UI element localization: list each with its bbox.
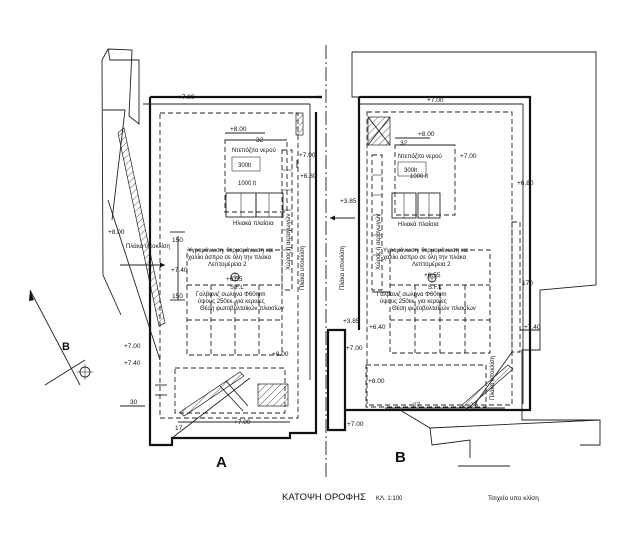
slab-b-bottom-label: Πλάκα υποκλίση [489,356,496,400]
level-mid-a2: +3.85 [343,318,360,325]
pipe-a-label: Χώρος ή αεραγωγών [285,214,292,270]
galv-b-line3: Θέση φωτοβολταϊκών πλαισίων [392,305,476,312]
level-low-b: +6.80 [517,180,534,187]
level-labels: +7.00 +7.00 +8.00 +8.00 32 32 +7.00 +7.0… [108,94,541,432]
level-low-a: +6.80 [300,173,317,180]
sfl-b: S.F.L [428,285,442,291]
tank-a2: 300lt [238,163,251,169]
block-a-pipe-shaft [281,149,293,291]
level-top-a: +7.00 [178,94,195,101]
level-left-b2: +7.00 [346,345,363,352]
dim-a150: 150 [172,237,183,244]
level-left-a: +8.00 [108,229,125,236]
block-a-pv-grid [186,249,283,356]
roof-a-line3: Λεπτομέρεια 2 [208,261,247,268]
solar-b: Ηλιακά πλαίσια [398,221,439,228]
north-label: B [62,341,70,353]
scale-label: ΚΛ. 1:100 [376,496,403,502]
block-b-pv-grid [389,249,491,354]
dim-b170: 170 [522,280,533,287]
level-left-a3: +7.40 [171,267,188,274]
block-a [101,48,322,447]
roof-b-line1: Υγρομόνωση, θερμομόνωση και [383,247,469,254]
block-b [326,51,601,467]
dim-a17: 17 [175,425,183,432]
level-bot-b: +7.00 [347,421,364,428]
point-b: +6.55 [424,272,441,279]
level-right-a: +7.00 [299,152,316,159]
block-b-outer-wall [326,95,532,432]
galv-b-line1: Γαλβανιζ σωλήνα Φ60mm [377,291,447,298]
dim-b27b: 27 [470,402,478,409]
slab-left-label: Πλάκα υποκλίση [126,243,170,250]
level-left-b3: +8.00 [368,378,385,385]
block-a-outer-wall [148,97,318,447]
level-right-b: +7.00 [460,153,477,160]
galv-a-line1: Γαλβανιζ σωλήνα Φ60mm [196,291,266,298]
tank-b2: 300lt [404,168,417,174]
roof-b-line3: Λεπτομέρεια 2 [412,261,451,268]
page-title: ΚΑΤΟΨΗ ΟΡΟΦΗΣ [282,492,366,503]
point-a: +6.55 [226,276,243,283]
level-left-b1: +6.40 [369,324,386,331]
north-arrow [29,289,93,386]
level-inner-b: +8.00 [418,131,435,138]
level-left-a2: +7.00 [124,343,141,350]
block-a-site-outline [107,48,140,125]
sfl-a: S.F.L [230,285,244,291]
tank-a: Ντεπόζιτο νερού [232,147,276,154]
galv-a-line2: ύψους 250εκ. για κεραίες [198,299,265,305]
level-mid-a: +3.85 [340,198,357,205]
dim-a30: 30 [130,399,138,406]
dim-a: 32 [256,137,264,144]
level-top-b: +7.00 [427,97,444,104]
block-b-parapet [366,111,513,406]
level-bot-a: +8.00 [272,351,289,358]
galv-a-line3: Θέση φωτοβολταϊκών πλαισίων [200,305,284,312]
roof-a-line2: χαλίκι άσπρο σε όλη την πλάκα [188,254,272,261]
unit-a-label: A [216,454,227,471]
level-left-a4: +7.40 [124,360,141,367]
solar-a: Ηλιακά πλαίσια [233,220,274,227]
dim-b27: 27 [413,402,421,409]
tank-b: Ντεπόζιτο νερού [398,153,442,160]
sign-b: 1000 lt [410,174,428,180]
roof-b-line2: χαλίκι άσπρο σε όλη την πλάκα [383,254,467,261]
dim-a150b: 150 [172,293,183,300]
note-labels: Ντεπόζιτο νερού 300lt Ντεπόζιτο νερού 30… [126,147,496,400]
galv-b-line2: ύψους 250εκ. για κεραίες [380,299,447,305]
level-right-b2: +7.40 [524,324,541,331]
block-b-pipe-shaft [371,154,383,291]
pipe-b-label: Χώρος ή αεραγωγών [375,214,382,270]
block-a-stair-wall [179,371,245,417]
level-bot-a2: +7.00 [234,419,251,426]
bottom-note: Τσιχείο υπο κλίση [488,494,539,502]
dim-b: 32 [400,140,408,147]
slab-mid-label2: Πλάκα υποκλίση [339,246,346,290]
level-inner-a: +8.00 [230,126,247,133]
sign-a: 1000 lt [238,181,256,187]
slab-mid-label1: Πλάκα υποκλίση [299,246,306,290]
unit-b-label: B [395,449,406,466]
block-a-diagonal-wall [117,127,166,327]
roof-a-line1: Υγρομόνωση, θερμομόνωση και [188,247,274,254]
block-a-parapet [159,112,299,419]
